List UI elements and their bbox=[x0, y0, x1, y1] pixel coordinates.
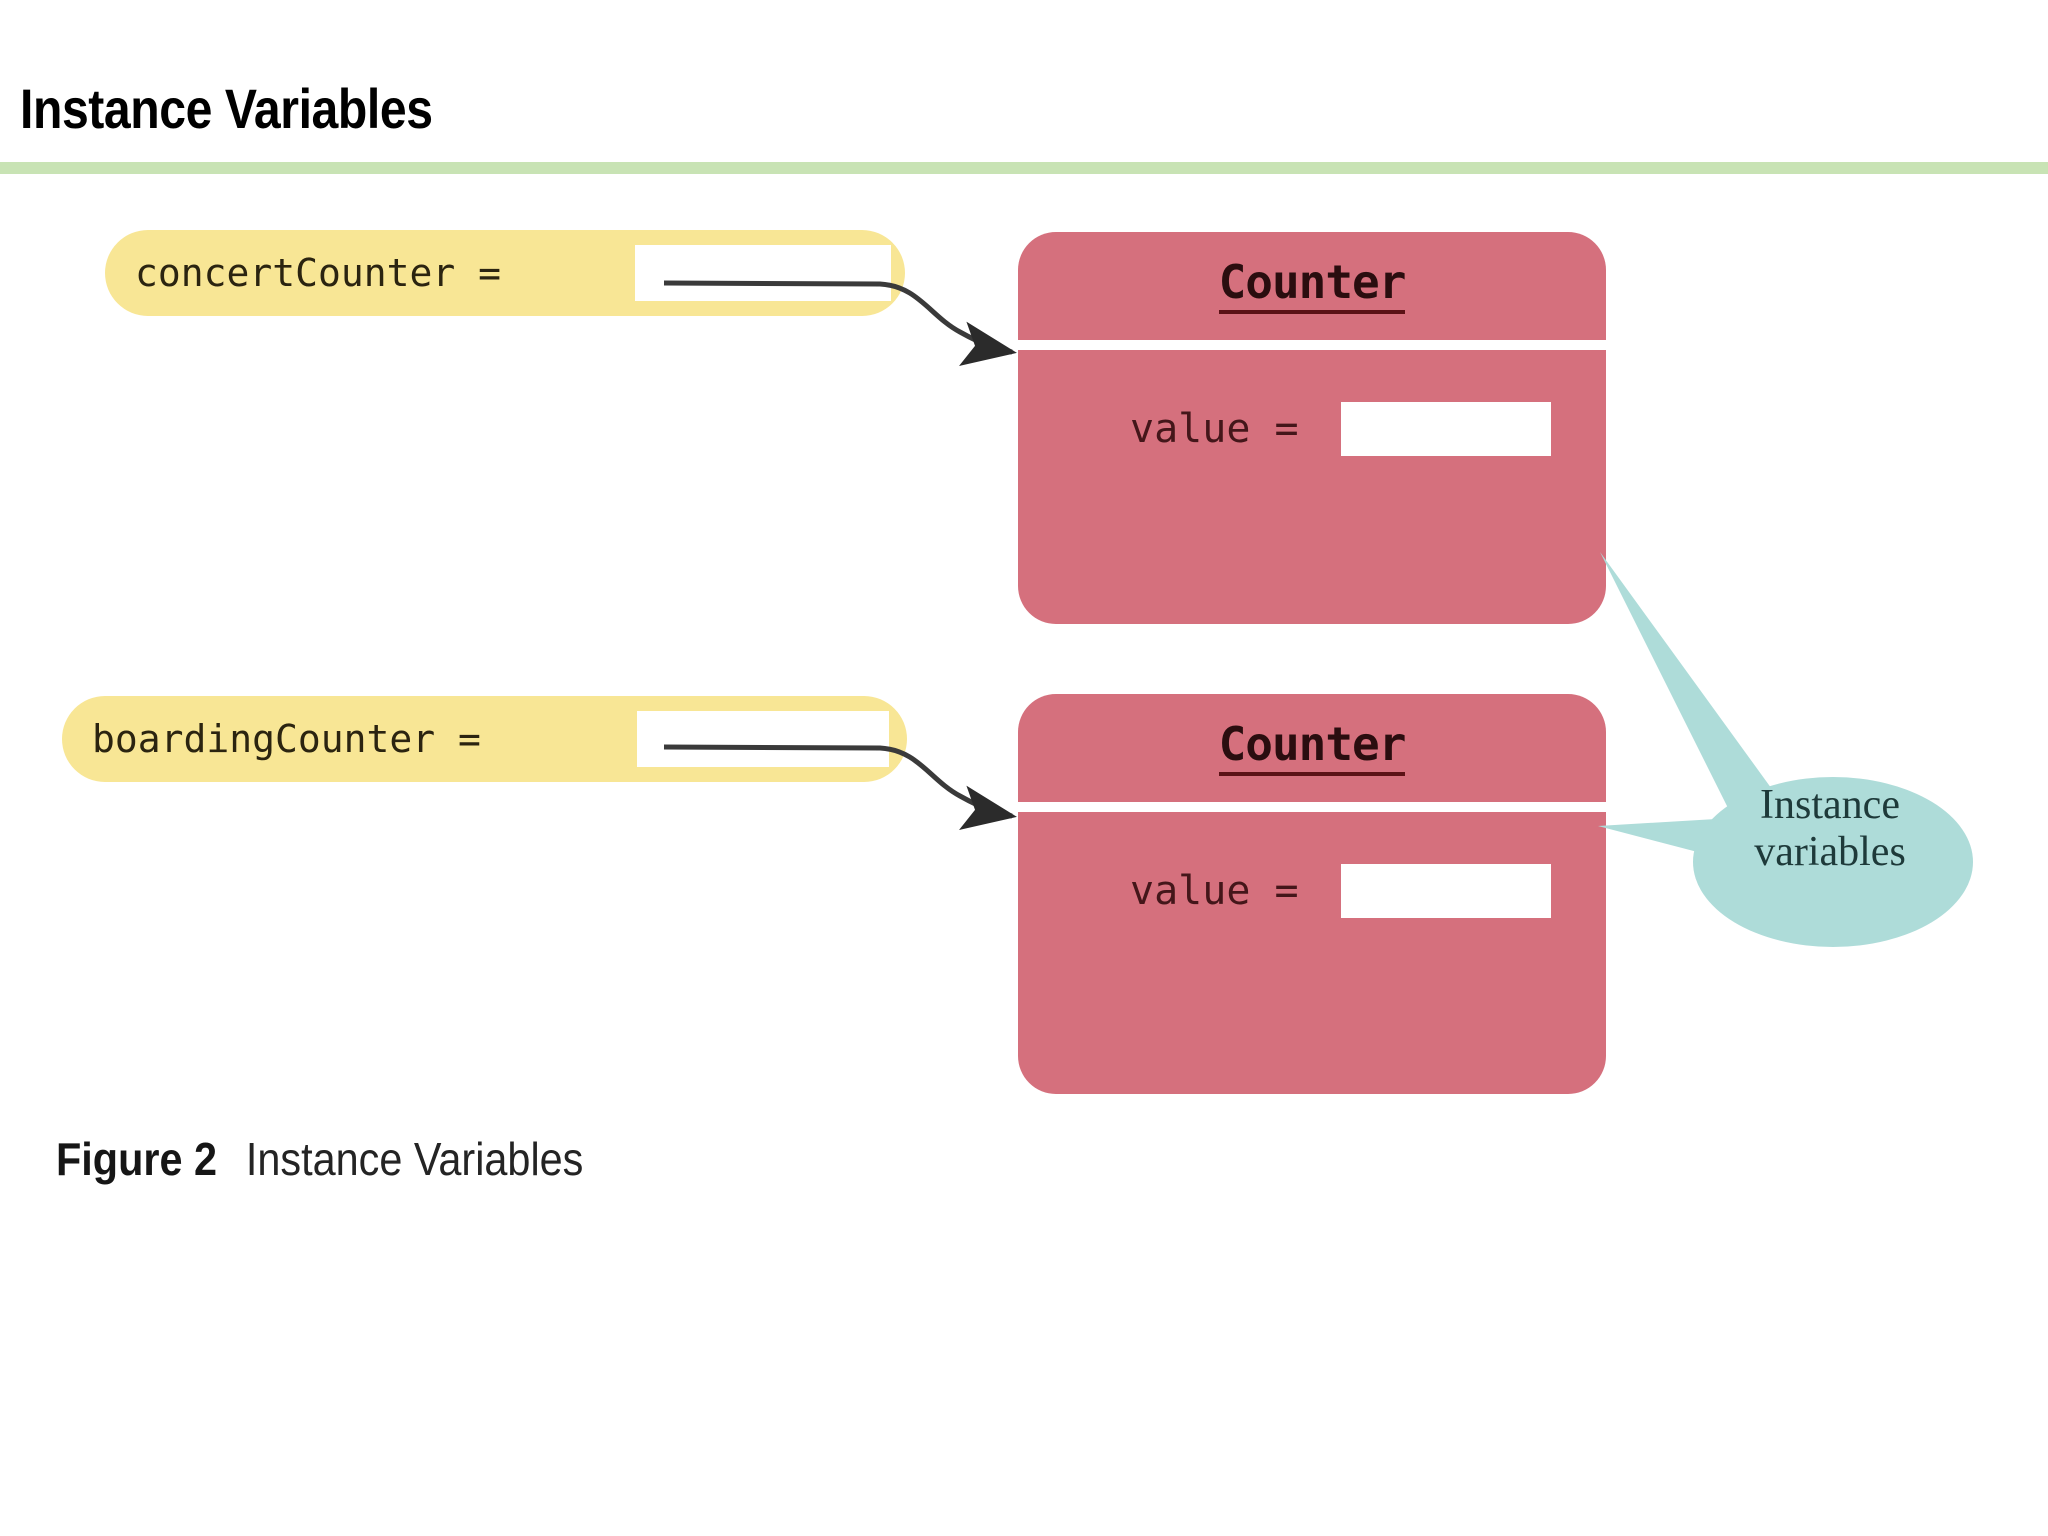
object-header-divider bbox=[1018, 340, 1606, 350]
variable-value-slot bbox=[635, 245, 891, 301]
variable-pill-boarding-counter: boardingCounter = bbox=[62, 696, 907, 782]
variable-pill-concert-counter: concertCounter = bbox=[105, 230, 905, 316]
counter-object-2: Counter value = bbox=[1018, 694, 1606, 1094]
field-value-slot bbox=[1340, 402, 1551, 456]
callout-label-line-1: Instance bbox=[1760, 782, 1900, 828]
page-title: Instance Variables bbox=[20, 77, 433, 140]
counter-object-2-value: value = bbox=[1130, 864, 1551, 918]
figure-caption: Figure 2 Instance Variables bbox=[56, 1132, 583, 1186]
object-header-divider bbox=[1018, 802, 1606, 812]
variable-name-label: concertCounter = bbox=[135, 251, 502, 295]
object-header: Counter bbox=[1018, 232, 1606, 340]
object-class-name: Counter bbox=[1218, 721, 1406, 776]
object-class-name: Counter bbox=[1218, 259, 1406, 314]
field-name-label: value = bbox=[1130, 406, 1299, 452]
counter-object-1: Counter value = bbox=[1018, 232, 1606, 624]
title-divider bbox=[0, 162, 2048, 174]
counter-object-1-value: value = bbox=[1130, 402, 1551, 456]
figure-diagram: concertCounter = boardingCounter = Count… bbox=[0, 174, 2048, 1174]
variable-name-label: boardingCounter = bbox=[92, 717, 481, 761]
callout-label-line-2: variables bbox=[1754, 829, 1906, 876]
variable-value-slot bbox=[637, 711, 889, 767]
object-body: value = bbox=[1018, 350, 1606, 624]
field-name-label: value = bbox=[1130, 868, 1299, 914]
object-header: Counter bbox=[1018, 694, 1606, 802]
callout-label: Instance variables bbox=[1700, 782, 1960, 876]
field-value-slot bbox=[1340, 864, 1551, 918]
figure-caption-title: Instance Variables bbox=[245, 1133, 584, 1185]
figure-caption-label: Figure 2 bbox=[56, 1133, 218, 1185]
object-body: value = bbox=[1018, 812, 1606, 1094]
